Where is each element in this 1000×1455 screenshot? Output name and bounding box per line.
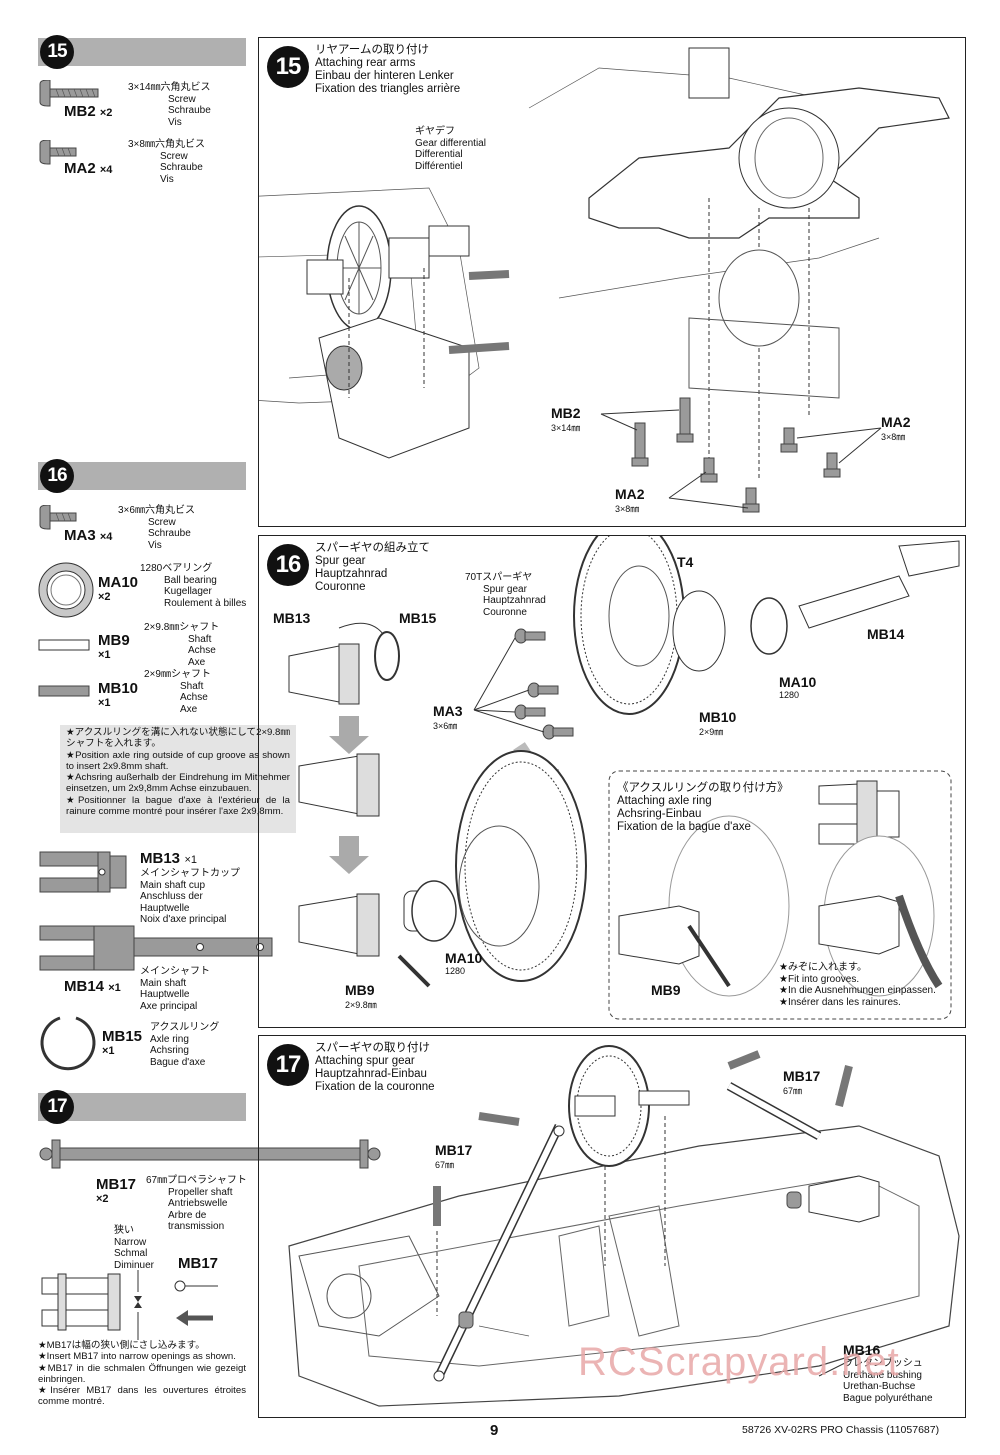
mb15-code: MB15×1 bbox=[102, 1028, 143, 1057]
mb16-callout: MB16 ウレタンブッシュ Urethane bushing Urethan-B… bbox=[843, 1342, 933, 1404]
mb17-detail-code: MB17 bbox=[178, 1255, 219, 1272]
step17-panel: 17 スパーギヤの取り付け Attaching spur gear Hauptz… bbox=[258, 1035, 966, 1418]
main-shaft-cup-icon bbox=[39, 851, 127, 893]
mb9-code: MB9×1 bbox=[98, 632, 130, 661]
t4-callout: T4 bbox=[677, 554, 694, 570]
ma10-code: MA10×2 bbox=[98, 574, 139, 603]
rear-arms-diagram bbox=[259, 47, 950, 513]
page-number: 9 bbox=[490, 1422, 499, 1439]
screw-ma2-icon bbox=[39, 140, 77, 165]
step16-title: スパーギヤの組み立て Spur gear Hauptzahnrad Couron… bbox=[315, 542, 430, 593]
mb17-code: MB17×2 bbox=[96, 1176, 137, 1205]
spur-gear-assembly-diagram bbox=[288, 536, 960, 1020]
step16-panel-badge: 16 bbox=[267, 544, 309, 586]
watermark: RCScrapyard.net bbox=[578, 1340, 900, 1384]
screw-ma3-icon bbox=[39, 505, 77, 530]
mb14-code: MB14 ×1 bbox=[64, 978, 121, 995]
mb17-insert-note: ★MB17は幅の狭い側にさし込みます。 ★Insert MB17 into na… bbox=[38, 1340, 246, 1408]
step15-badge: 15 bbox=[40, 35, 74, 69]
mb10-code: MB10×1 bbox=[98, 680, 139, 709]
shaft-mb10-icon bbox=[38, 685, 90, 697]
step15-panel-badge: 15 bbox=[267, 46, 309, 88]
mb14-description: メインシャフト Main shaft Hauptwelle Axe princi… bbox=[140, 966, 210, 1012]
ma2-code: MA2 ×4 bbox=[64, 160, 113, 177]
step17-title: スパーギヤの取り付け Attaching spur gear Hauptzahn… bbox=[315, 1042, 435, 1093]
narrow-insert-diagram bbox=[41, 1270, 218, 1340]
step17-badge: 17 bbox=[40, 1090, 74, 1124]
axle-ring-note-box: ★アクスルリングを溝に入れない状態にして2×9.8㎜シャフトを入れます。 ★Po… bbox=[60, 725, 296, 833]
shaft-mb9-icon bbox=[38, 639, 90, 651]
mb14-callout: MB14 bbox=[867, 626, 905, 642]
spur-gear-label: 70Tスパーギヤ Spur gear Hauptzahnrad Couronne bbox=[465, 572, 546, 618]
ma10-description: 1280ベアリング Ball bearing Kugellager Roulem… bbox=[140, 563, 247, 609]
spur-gear-chassis-diagram bbox=[288, 1045, 960, 1407]
gear-diff-label: ギヤデフ Gear differential Differential Diff… bbox=[415, 126, 486, 172]
step15-title: リヤアームの取り付け Attaching rear arms Einbau de… bbox=[315, 44, 461, 95]
step17-panel-badge: 17 bbox=[267, 1044, 309, 1086]
mb15-callout: MB15 bbox=[399, 610, 437, 626]
main-shaft-icon bbox=[39, 925, 273, 971]
mb15-description: アクスルリング Axle ring Achsring Bague d'axe bbox=[150, 1022, 220, 1068]
mb13-callout: MB13 bbox=[273, 610, 311, 626]
step15-panel: 15 リヤアームの取り付け Attaching rear arms Einbau… bbox=[258, 37, 966, 527]
fit-into-grooves-note: ★みぞに入れます。 ★Fit into grooves. ★In die Aus… bbox=[779, 962, 936, 1008]
screw-mb2-icon bbox=[39, 80, 99, 107]
mb2-description: 3×14㎜六角丸ビス Screw Schraube Vis bbox=[128, 82, 211, 128]
ball-bearing-icon bbox=[38, 562, 94, 618]
inset-mb9-callout: MB9 bbox=[651, 982, 681, 998]
mb9-description: 2×9.8㎜シャフト Shaft Achse Axe bbox=[144, 622, 220, 668]
step16-badge: 16 bbox=[40, 459, 74, 493]
mb2-code: MB2 ×2 bbox=[64, 103, 113, 120]
mb17-description: 67㎜プロペラシャフト Propeller shaft Antriebswell… bbox=[146, 1175, 247, 1232]
axle-ring-icon bbox=[40, 1016, 96, 1071]
mb13-description: MB13 ×1 メインシャフトカップ Main shaft cup Anschl… bbox=[140, 850, 240, 925]
ma2-description: 3×8㎜六角丸ビス Screw Schraube Vis bbox=[128, 139, 205, 185]
propeller-shaft-icon bbox=[39, 1139, 381, 1169]
footer-title: 58726 XV-02RS PRO Chassis (11057687) bbox=[742, 1424, 940, 1436]
narrow-label: 狭い Narrow Schmal Diminuer bbox=[114, 1225, 155, 1271]
ma3-description: 3×6㎜六角丸ビス Screw Schraube Vis bbox=[118, 505, 195, 551]
step16-panel: 16 スパーギヤの組み立て Spur gear Hauptzahnrad Cou… bbox=[258, 535, 966, 1028]
ma3-code: MA3 ×4 bbox=[64, 527, 113, 544]
mb10-description: 2×9㎜シャフト Shaft Achse Axe bbox=[144, 669, 211, 715]
axle-ring-inset-title: 《アクスルリングの取り付け方》 Attaching axle ring Achs… bbox=[617, 782, 789, 833]
